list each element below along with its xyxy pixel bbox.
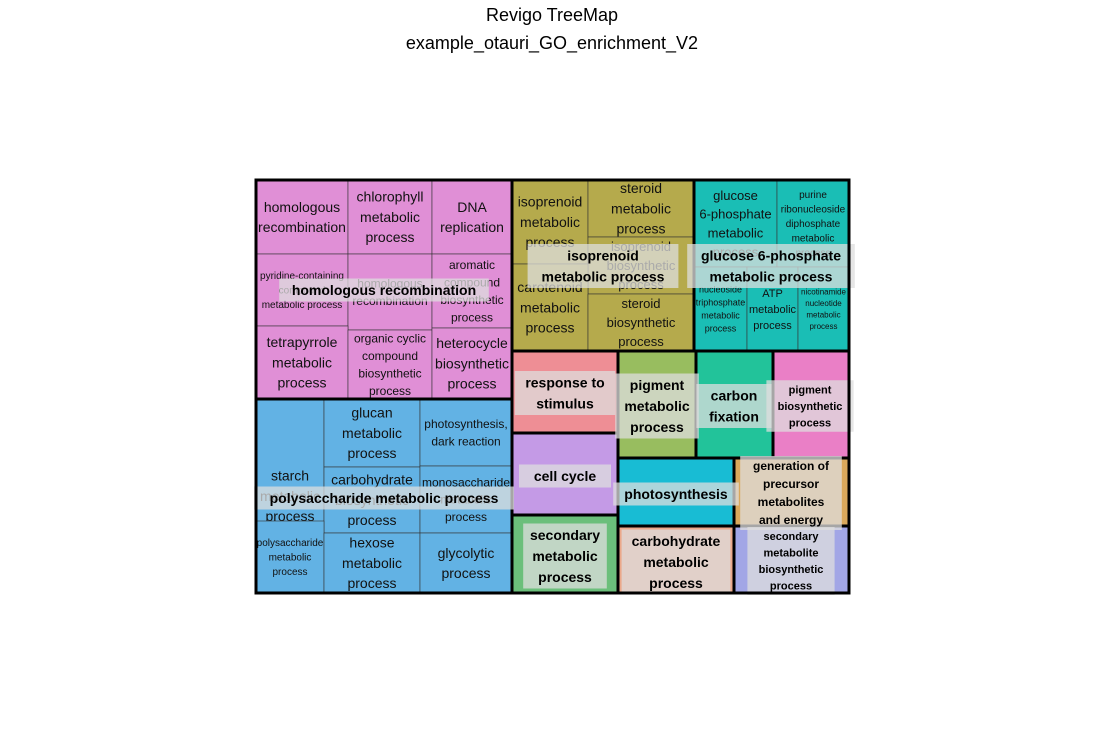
treemap-term-tile xyxy=(587,293,695,352)
treemap-term-tile xyxy=(347,329,433,400)
treemap-term-tile xyxy=(323,398,421,468)
treemap-term-tile xyxy=(255,179,349,255)
treemap-term-tile xyxy=(419,532,513,594)
group-label-background xyxy=(279,278,489,302)
treemap-term-tile xyxy=(323,532,421,594)
group-label-background xyxy=(687,244,855,288)
group-label: cell cycle xyxy=(534,468,596,484)
treemap-term-tile xyxy=(431,327,513,400)
treemap-term-tile xyxy=(587,179,695,238)
group-label-background xyxy=(527,244,679,288)
treemap-outer-border xyxy=(254,178,851,595)
group-label-background xyxy=(514,371,616,415)
treemap-term-label: photosynthesis,dark reaction xyxy=(424,417,507,448)
group-label: homologous recombination xyxy=(292,282,476,298)
group-label-background xyxy=(523,523,607,589)
group-label-background xyxy=(747,527,835,595)
treemap-term-tile xyxy=(431,179,513,255)
group-label-background xyxy=(621,529,731,595)
treemap-term-tile xyxy=(419,398,513,467)
group-label-background xyxy=(766,380,854,432)
group-label-background xyxy=(613,482,739,506)
group-label-background xyxy=(696,384,772,428)
group-label-background xyxy=(254,486,514,510)
chart-title: Revigo TreeMap xyxy=(485,5,619,25)
treemap-term-tile xyxy=(255,325,349,400)
group-label-background xyxy=(740,456,842,530)
group-label: polysaccharide metabolic process xyxy=(270,490,499,506)
group-label: photosynthesis xyxy=(624,486,728,502)
group-label-background xyxy=(519,464,611,488)
chart-subtitle: example_otauri_GO_enrichment_V2 xyxy=(405,33,699,53)
group-label-background xyxy=(615,373,699,439)
